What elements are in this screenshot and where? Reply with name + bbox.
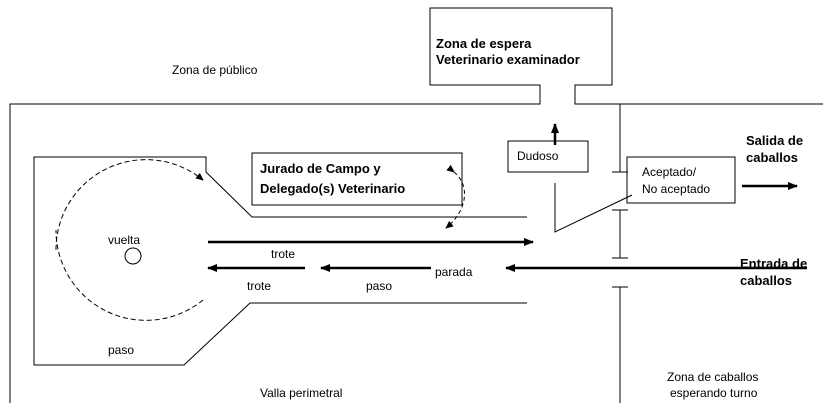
label-public-zone: Zona de público [172,63,258,77]
label-ground-jury-2: Delegado(s) Veterinario [260,181,405,196]
label-trot-bottom: trote [247,279,271,293]
doubtful-box [507,140,589,173]
label-entry-2: caballos [740,273,792,288]
label-waiting-horses-1: Zona de caballos [667,370,758,384]
label-waiting-zone-1: Zona de espera [436,36,532,51]
label-exit-2: caballos [746,150,798,165]
label-waiting-zone-2: Veterinario examinador [436,52,580,67]
label-turn: vuelta [108,233,140,247]
label-accepted-2: No aceptado [642,182,710,196]
turn-arc-bottom [55,229,204,321]
label-halt: parada [435,265,473,279]
label-walk-circle: paso [108,343,134,357]
accepted-box [626,156,736,204]
turn-center [124,247,142,265]
label-doubtful: Dudoso [517,149,559,163]
label-walk-bottom: paso [366,279,392,293]
label-perimeter-fence: Valla perimetral [260,386,342,400]
label-trot-top: trote [271,247,295,261]
inspection-gate [554,183,633,233]
jury-observation-arrow [445,164,465,229]
label-exit-1: Salida de [746,133,803,148]
label-entry-1: Entrada de [740,256,807,271]
ground-jury-box [251,152,463,206]
label-accepted-1: Aceptado/ [642,165,697,179]
perimeter-fence [9,7,823,403]
turn-arc-top [55,159,204,251]
label-waiting-horses-2: esperando turno [670,386,758,400]
lane-top-outline [33,156,527,366]
label-ground-jury-1: Jurado de Campo y [260,161,381,176]
